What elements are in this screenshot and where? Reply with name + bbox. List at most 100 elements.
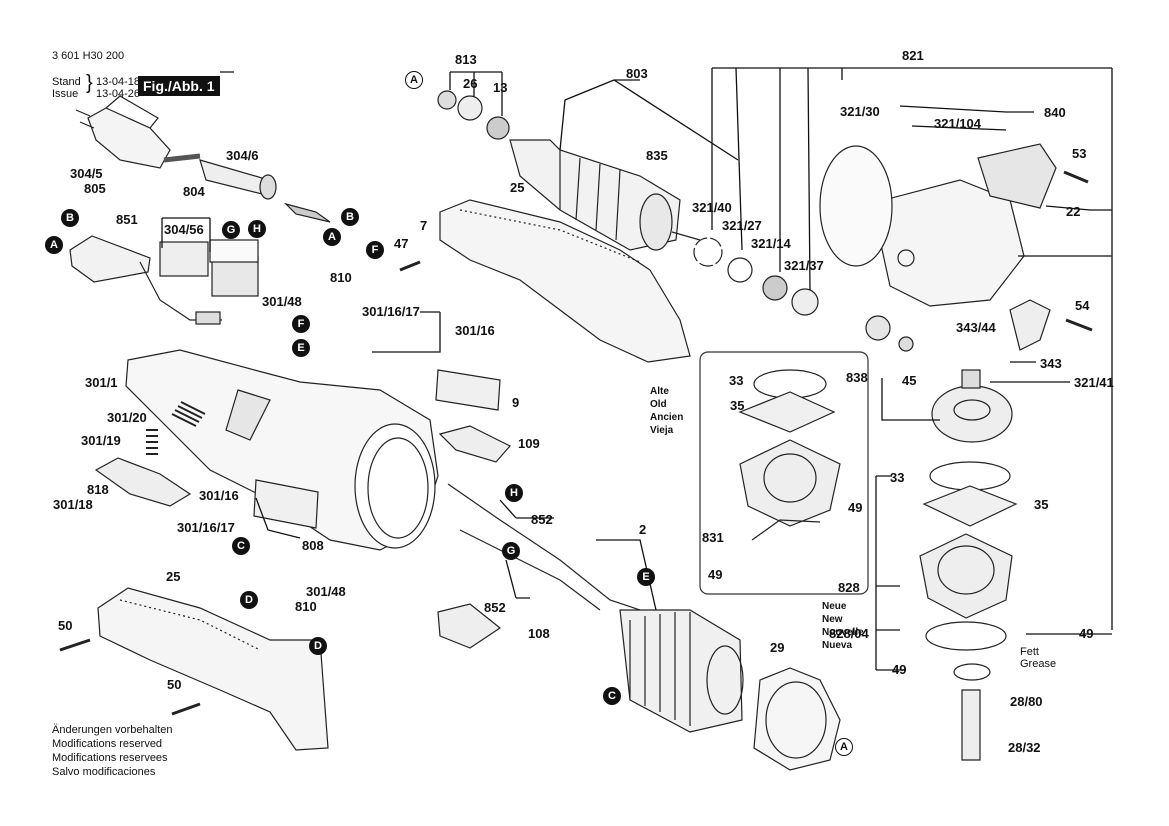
part-label: 301/48 <box>262 294 302 309</box>
part-label: 29 <box>770 640 785 655</box>
modifications-note: Änderungen vorbehalten <box>52 724 173 736</box>
leader-lines <box>161 67 1113 671</box>
part-label: 343/44 <box>956 320 996 335</box>
switch-lever-drawing <box>94 457 192 507</box>
part-label: 321/14 <box>751 236 791 251</box>
new-variant-label: Nueva <box>822 640 853 651</box>
modifications-note: Salvo modificaciones <box>52 766 156 778</box>
part-label: 25 <box>510 180 525 195</box>
new-bearing-flange-drawing <box>919 461 1018 761</box>
label-plate-drawing <box>253 479 319 529</box>
connector-badge: A <box>405 71 423 89</box>
issue-label: Issue <box>52 88 79 100</box>
part-label: 33 <box>729 373 744 388</box>
mains-plug-drawing <box>75 95 201 169</box>
part-label: 301/48 <box>306 584 346 599</box>
part-label: 301/1 <box>85 375 118 390</box>
armature-drawing <box>509 139 701 251</box>
spindle-lock-drawing <box>1009 299 1051 351</box>
new-variant-label: Neue <box>822 601 847 612</box>
grease-note: Grease <box>1020 658 1057 670</box>
screw-drawing <box>59 638 91 652</box>
part-label: 301/19 <box>81 433 121 448</box>
bearing-drawing <box>762 275 788 301</box>
part-label: 109 <box>518 436 540 451</box>
part-label: 831 <box>702 530 724 545</box>
part-label: 26 <box>463 76 478 91</box>
part-label: 321/30 <box>840 104 880 119</box>
connector-badge: C <box>603 687 621 705</box>
wire-drawing <box>447 483 641 611</box>
brush-holder-drawing <box>437 603 502 649</box>
part-label: 821 <box>902 48 924 63</box>
figure-label: Fig./Abb. 1 <box>138 76 220 96</box>
part-label: 301/16 <box>455 323 495 338</box>
guard-drawing <box>753 667 841 771</box>
part-label: 49 <box>892 662 907 677</box>
handle-half-drawing <box>439 199 691 363</box>
connector-badge: D <box>240 591 258 609</box>
part-label: 50 <box>167 677 182 692</box>
old-variant-label: Vieja <box>650 425 674 436</box>
circlip-drawing <box>693 237 723 267</box>
part-label: 25 <box>166 569 181 584</box>
motor-housing-drawing <box>125 349 439 551</box>
modifications-note: Modifications reservees <box>52 752 168 764</box>
screw-drawing <box>171 702 201 716</box>
grease-note: Fett <box>1020 646 1039 658</box>
part-label: 835 <box>646 148 668 163</box>
part-label: 304/6 <box>226 148 259 163</box>
part-label: 50 <box>58 618 73 633</box>
bearing-flange-drawing <box>819 145 893 267</box>
screw-drawing <box>1063 170 1089 184</box>
spring-drawing <box>171 401 206 427</box>
nameplate-drawing <box>435 369 501 411</box>
issue-date: 13-04-26 <box>96 88 141 100</box>
part-label: 818 <box>87 482 109 497</box>
part-label: 49 <box>708 567 723 582</box>
part-label: 804 <box>183 184 205 199</box>
part-label: 2 <box>639 522 647 537</box>
part-label: 47 <box>394 236 409 251</box>
old-variant-label: Old <box>650 399 667 410</box>
connector-badge: D <box>309 637 327 655</box>
cover-drawing <box>438 425 511 463</box>
old-variant-label: Alte <box>650 386 669 397</box>
stand-label: Stand <box>52 76 81 88</box>
part-label: 321/40 <box>692 200 732 215</box>
needle-bearing-drawing <box>961 369 981 389</box>
connector-badge: E <box>292 339 310 357</box>
part-label: 53 <box>1072 146 1087 161</box>
old-bearing-flange-drawing <box>738 369 841 541</box>
part-label: 33 <box>890 470 905 485</box>
part-label: 301/16 <box>199 488 239 503</box>
connector-badge: F <box>366 241 384 259</box>
part-label: 810 <box>330 270 352 285</box>
connector-badge: E <box>637 568 655 586</box>
new-variant-label: Nouvelle <box>822 627 864 638</box>
part-label: 35 <box>1034 497 1049 512</box>
part-label: 840 <box>1044 105 1066 120</box>
part-label: 321/104 <box>934 116 981 131</box>
new-variant-label: New <box>822 614 843 625</box>
part-label: 45 <box>902 373 917 388</box>
part-label: 13 <box>493 80 508 95</box>
part-label: 838 <box>846 370 868 385</box>
electronic-module-drawing <box>159 239 259 297</box>
part-label: 805 <box>84 181 106 196</box>
part-label: 301/16/17 <box>362 304 420 319</box>
connector-badge: H <box>505 484 523 502</box>
bearing-drawing <box>437 90 457 110</box>
cord-strain-relief-drawing <box>199 159 331 223</box>
part-label: 28/80 <box>1010 694 1043 709</box>
switch-cover-drawing <box>69 235 222 325</box>
screw-drawing <box>1065 318 1093 332</box>
bevel-gear-drawing <box>931 385 1013 443</box>
part-label: 851 <box>116 212 138 227</box>
old-variant-frame <box>699 351 869 595</box>
part-label: 301/20 <box>107 410 147 425</box>
bearing-drawing <box>457 95 483 121</box>
bearing-drawing <box>791 288 819 316</box>
